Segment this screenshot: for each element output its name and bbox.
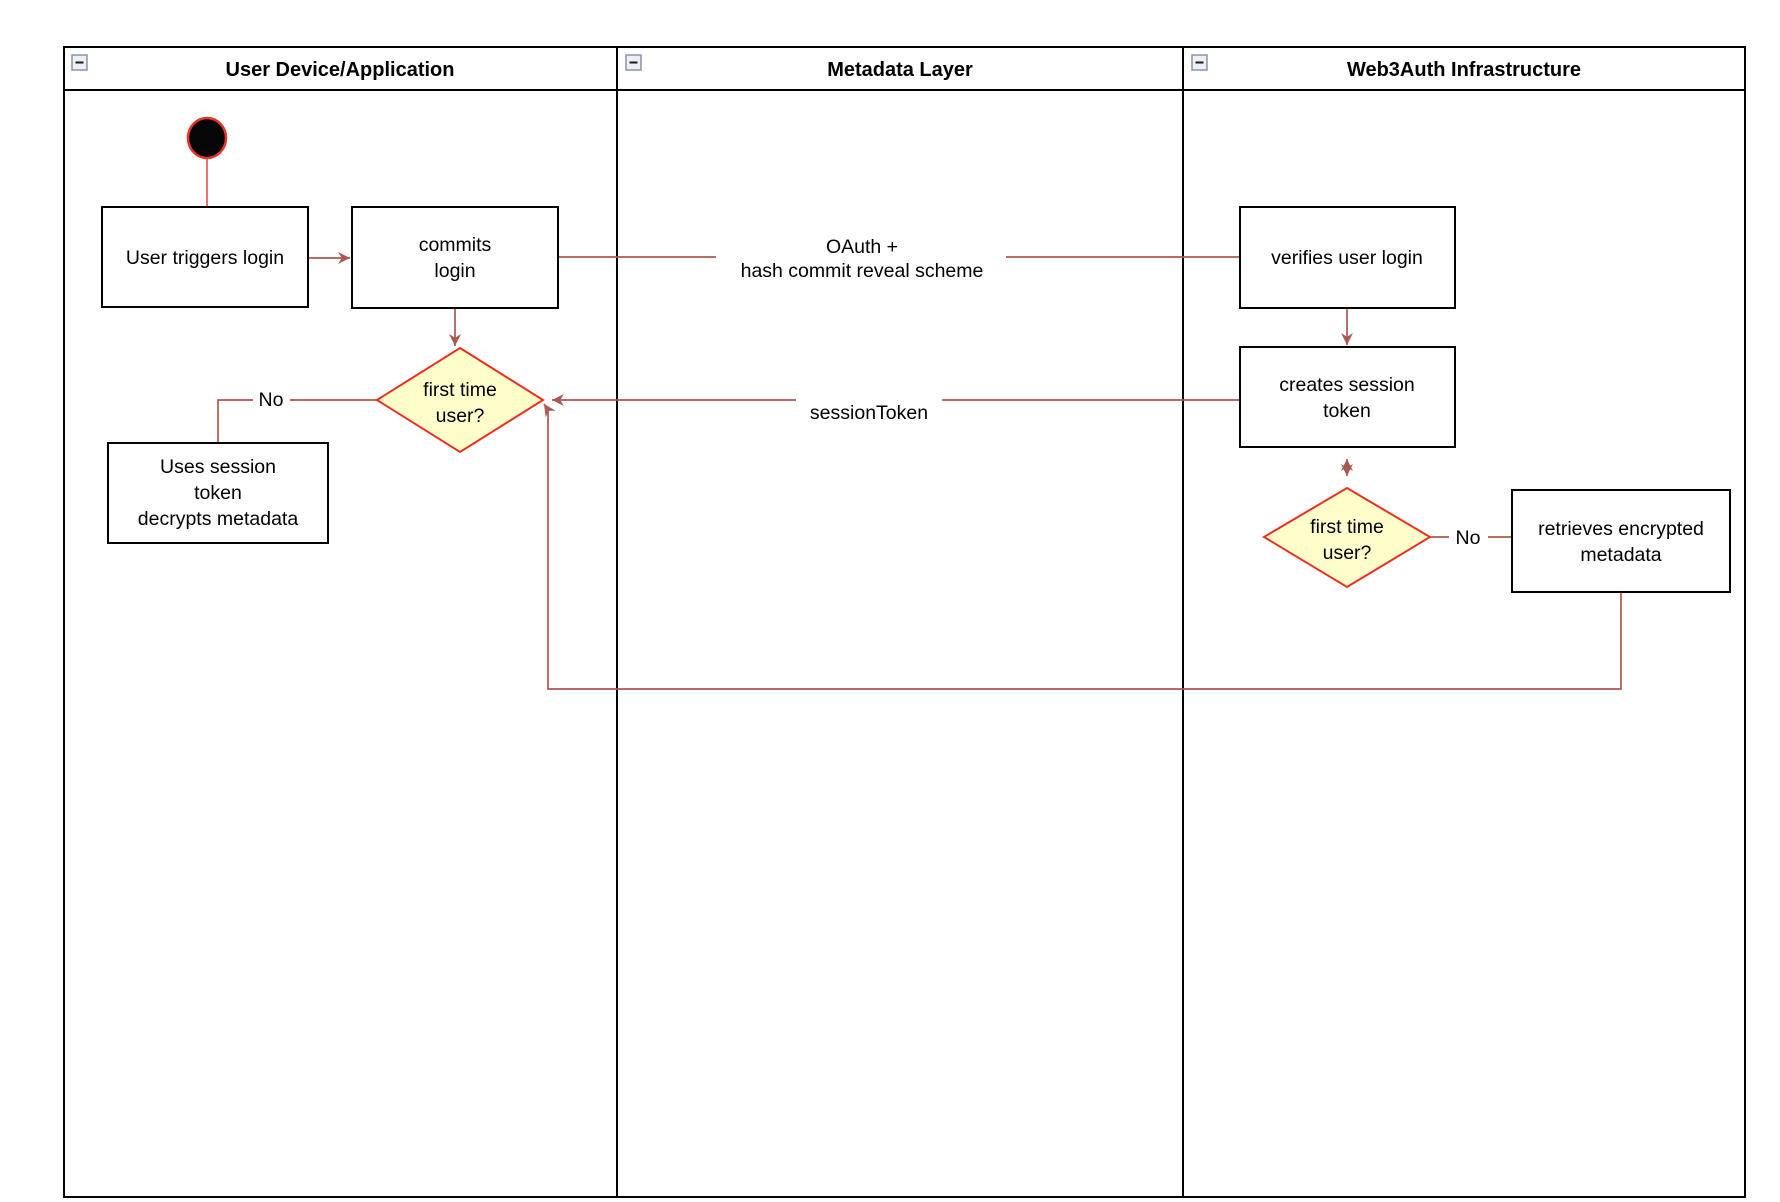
- node-label: User triggers login: [126, 247, 284, 269]
- session-token-label: sessionToken: [810, 402, 928, 424]
- node-user-triggers-login[interactable]: User triggers login: [101, 206, 309, 308]
- edge-loop-retrieves-to-decision: [543, 403, 1622, 690]
- lane-title-user-device: User Device/Application: [226, 59, 455, 81]
- oauth-label: OAuth +: [826, 236, 898, 258]
- node-commits-login[interactable]: commits login: [351, 206, 559, 309]
- edge-labels: OAuth + hash commit reveal scheme sessio…: [253, 230, 1488, 549]
- node-label: token: [194, 482, 242, 504]
- start-circle[interactable]: [186, 116, 228, 160]
- lane-header-web3auth: Web3Auth Infrastructure: [1191, 54, 1581, 81]
- lane-header-metadata-layer: Metadata Layer: [625, 54, 973, 81]
- diagram-border: [63, 46, 1746, 1198]
- decision-first-time-user-right[interactable]: first time user?: [1262, 486, 1432, 589]
- lane-title-web3auth: Web3Auth Infrastructure: [1347, 59, 1581, 81]
- decision-label: first time: [423, 379, 497, 401]
- swimlane-frame: [63, 46, 1746, 1198]
- decision-label: user?: [436, 405, 485, 427]
- start-node[interactable]: [186, 116, 228, 160]
- node-label: metadata: [1580, 544, 1661, 566]
- node-label: decrypts metadata: [138, 508, 299, 530]
- node-label: verifies user login: [1271, 247, 1423, 269]
- lane-title-metadata-layer: Metadata Layer: [827, 59, 973, 81]
- node-creates-session-token[interactable]: creates session token: [1239, 346, 1456, 448]
- node-uses-session-token[interactable]: Uses session token decrypts metadata: [107, 442, 329, 544]
- node-label: token: [1323, 400, 1371, 422]
- node-verifies-user-login[interactable]: verifies user login: [1239, 206, 1456, 309]
- decision-first-time-user-left[interactable]: first time user?: [375, 346, 545, 454]
- node-label: commits: [419, 234, 492, 256]
- edges: [217, 252, 1622, 690]
- node-retrieves-encrypted-metadata[interactable]: retrieves encrypted metadata: [1511, 489, 1731, 593]
- node-label: retrieves encrypted: [1538, 518, 1704, 540]
- node-label: Uses session: [160, 456, 276, 478]
- collapse-icon[interactable]: [625, 54, 642, 71]
- decision-label: user?: [1323, 542, 1372, 564]
- no-label-right: No: [1456, 527, 1481, 549]
- no-label-left: No: [259, 389, 284, 411]
- oauth-label: hash commit reveal scheme: [741, 260, 984, 282]
- lane-header-user-device: User Device/Application: [71, 54, 455, 81]
- collapse-icon[interactable]: [71, 54, 88, 71]
- node-label: creates session: [1279, 374, 1414, 396]
- collapse-icon[interactable]: [1191, 54, 1208, 71]
- node-label: login: [434, 260, 475, 282]
- decision-label: first time: [1310, 516, 1384, 538]
- edge-no-left: [217, 399, 377, 443]
